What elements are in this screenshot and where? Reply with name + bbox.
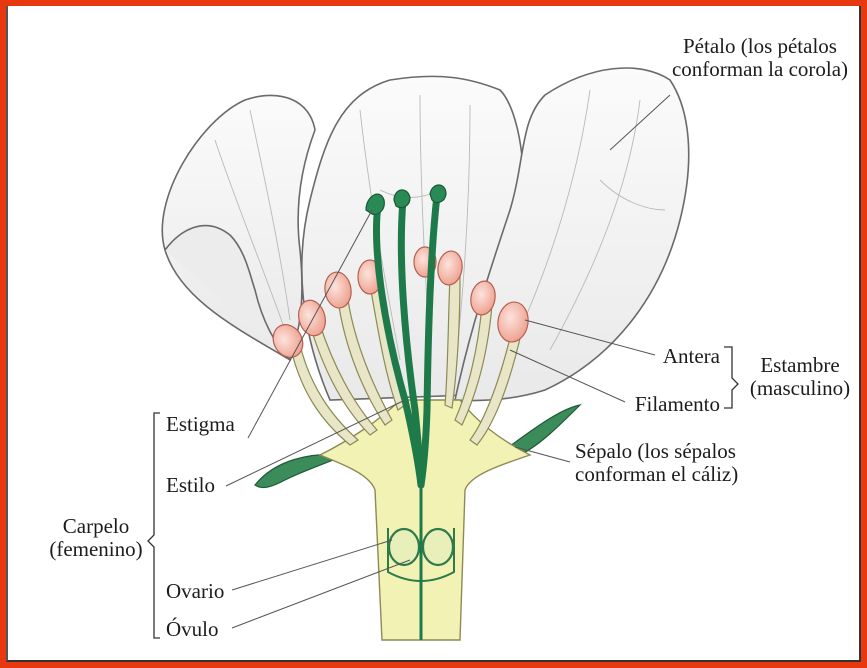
stamen-label: Estambre (masculino) [740,354,860,400]
petal-label-line1: Pétalo (los pétalos [655,35,865,58]
stamen-label-line2: (masculino) [740,377,860,400]
carpel-label-line2: (femenino) [40,538,152,561]
ovary-label: Ovario [166,580,224,603]
sepal-label-line1: Sépalo (los sépalos [575,440,805,463]
style-label: Estilo [166,474,215,497]
sepal-label-line2: conforman el cáliz) [575,463,805,486]
anther-label: Antera [600,345,720,368]
stigma-label: Estigma [166,413,235,436]
ovule-left [389,529,419,565]
sepal-label: Sépalo (los sépalos conforman el cáliz) [575,440,805,486]
ovule-label: Óvulo [166,618,219,641]
carpel-label-line1: Carpelo [40,515,152,538]
carpel-label: Carpelo (femenino) [40,515,152,561]
filament-label: Filamento [560,393,720,416]
stigma [394,190,410,208]
petal-label-line2: conforman la corola) [655,58,865,81]
petal-left [162,95,315,360]
stigma [430,185,446,202]
stamen-label-line1: Estambre [740,354,860,377]
ovule-right [423,529,453,565]
petal-label: Pétalo (los pétalos conforman la corola) [655,35,865,81]
